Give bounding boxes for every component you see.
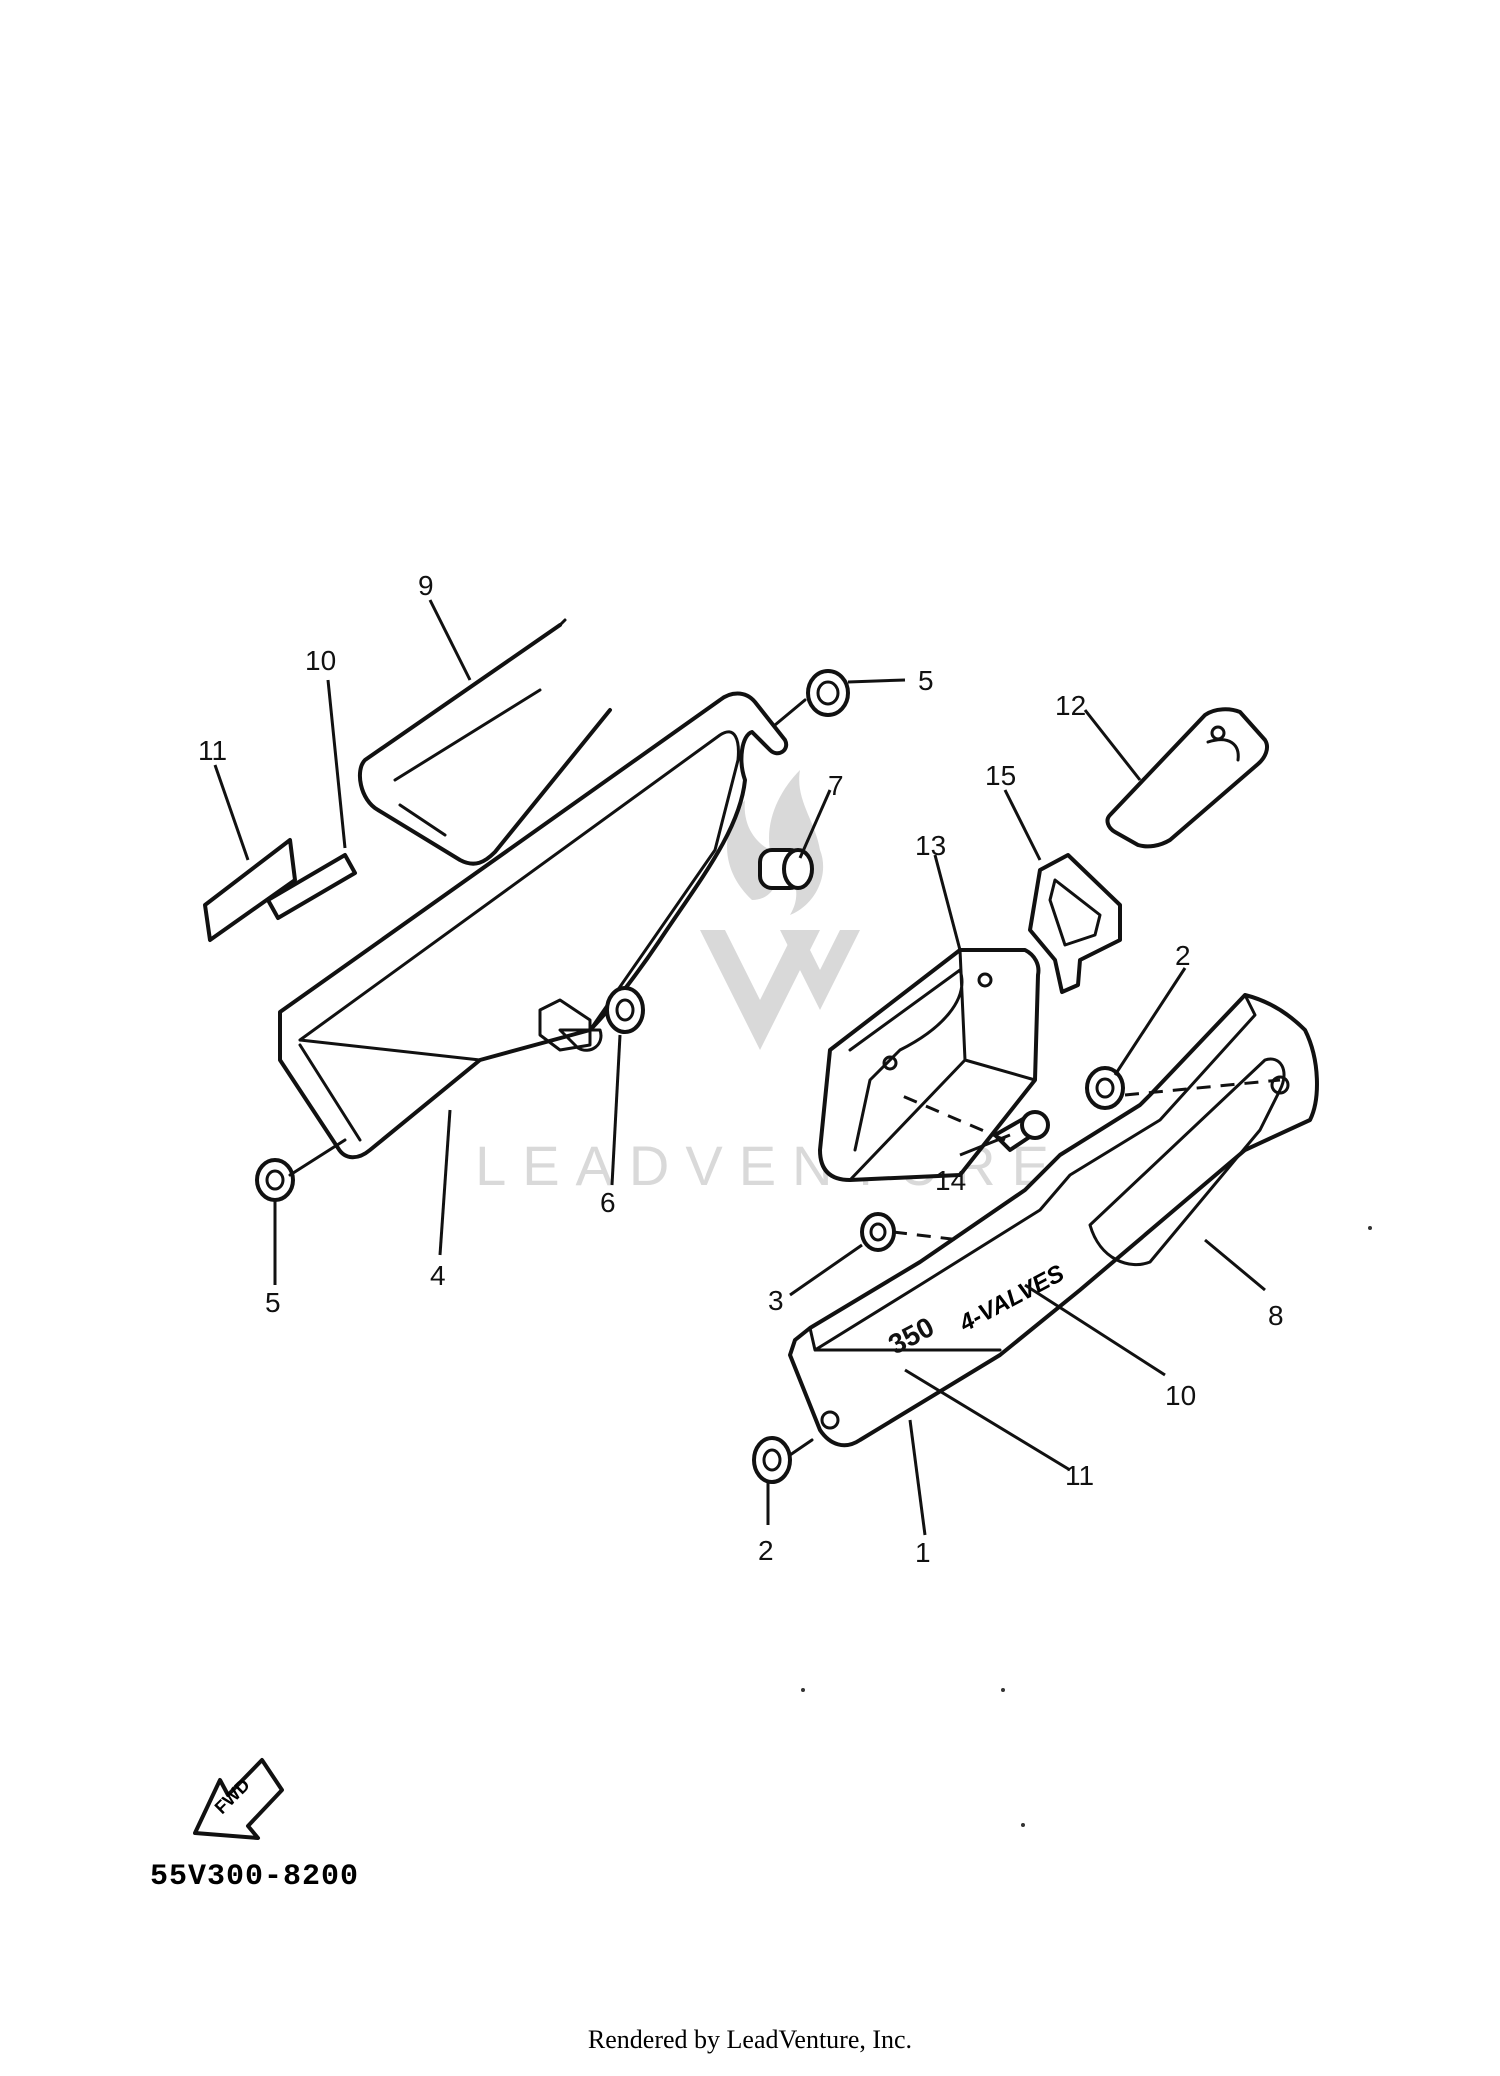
part-12-plate	[1105, 707, 1269, 849]
assembly-line	[892, 1230, 961, 1242]
callout-14: 14	[935, 1165, 966, 1196]
diagram-code: 55V300-8200	[150, 1860, 360, 1894]
part-9-shape	[357, 623, 612, 866]
render-footer: Rendered by LeadVenture, Inc.	[587, 2025, 913, 2054]
part-13-case	[818, 948, 1041, 1182]
assembly-line	[1124, 1078, 1281, 1097]
part-3-grommet	[860, 1212, 896, 1252]
part-4-ribs	[298, 730, 740, 1142]
part-1-edges	[808, 993, 1257, 1352]
v-logo-icon	[700, 930, 820, 1050]
callout-4: 4	[430, 1260, 446, 1291]
part-11-label	[203, 838, 297, 942]
grommet-shape	[605, 986, 645, 1034]
part-11-shape	[203, 838, 297, 942]
grommet-shape	[1085, 1066, 1125, 1110]
part-10-stripe	[266, 853, 357, 920]
part-4-boss	[538, 998, 592, 1052]
callout-10: 10	[305, 645, 336, 676]
part-14-bolt	[993, 1110, 1050, 1152]
part-4-body	[278, 691, 789, 1160]
part-7-collar	[758, 848, 814, 890]
part-2-grommet-top	[1085, 1066, 1125, 1110]
bolt-head	[1020, 1110, 1050, 1140]
assembly-line	[288, 1138, 347, 1177]
assembly-line	[788, 1438, 814, 1457]
callout-7: 7	[828, 770, 844, 801]
part-12-shape	[1105, 707, 1269, 849]
assembly-line	[773, 698, 807, 727]
callout-6: 6	[600, 1187, 616, 1218]
callout-2: 2	[1175, 940, 1191, 971]
callout-10: 10	[1165, 1380, 1196, 1411]
grommet-shape	[806, 669, 850, 717]
callout-5: 5	[918, 665, 934, 696]
part-4-left-cover	[278, 691, 789, 1160]
callout-3: 3	[768, 1285, 784, 1316]
callout-8: 8	[1268, 1300, 1284, 1331]
part-5-grommet-top	[806, 669, 850, 717]
part-10-shape	[266, 853, 357, 920]
part-6-grommet	[605, 986, 645, 1034]
callout-11: 11	[1065, 1460, 1094, 1491]
part-15-shape	[1028, 853, 1122, 994]
callout-15: 15	[985, 760, 1016, 791]
callout-13: 13	[915, 830, 946, 861]
part-8-panel	[1088, 1057, 1286, 1267]
part-5-grommet-bottom	[255, 1158, 295, 1202]
part-15-bracket	[1028, 853, 1122, 994]
callouts: 9 10 11 5 7 12 15 13 2 14 6 4 5 3 8 10 1…	[198, 570, 1284, 1568]
part-9-decal	[357, 618, 612, 866]
callout-11: 11	[198, 735, 227, 766]
callout-2: 2	[758, 1535, 774, 1566]
v-logo-right-icon	[780, 930, 860, 1010]
fwd-arrow-shape	[193, 1758, 284, 1840]
assembly-line	[899, 1093, 1006, 1142]
grommet-shape	[860, 1212, 896, 1252]
part-13-edges	[848, 948, 1037, 1182]
callout-12: 12	[1055, 690, 1086, 721]
grommet-shape	[752, 1436, 792, 1484]
callout-9: 9	[418, 570, 434, 601]
fwd-arrow-icon: FWD	[193, 1758, 284, 1840]
grommet-shape	[255, 1158, 295, 1202]
callout-1: 1	[915, 1537, 931, 1568]
callout-5: 5	[265, 1287, 281, 1318]
part-9-inner	[393, 688, 542, 837]
part-2-grommet-bottom	[752, 1436, 792, 1484]
leader-lines	[213, 599, 1266, 1536]
